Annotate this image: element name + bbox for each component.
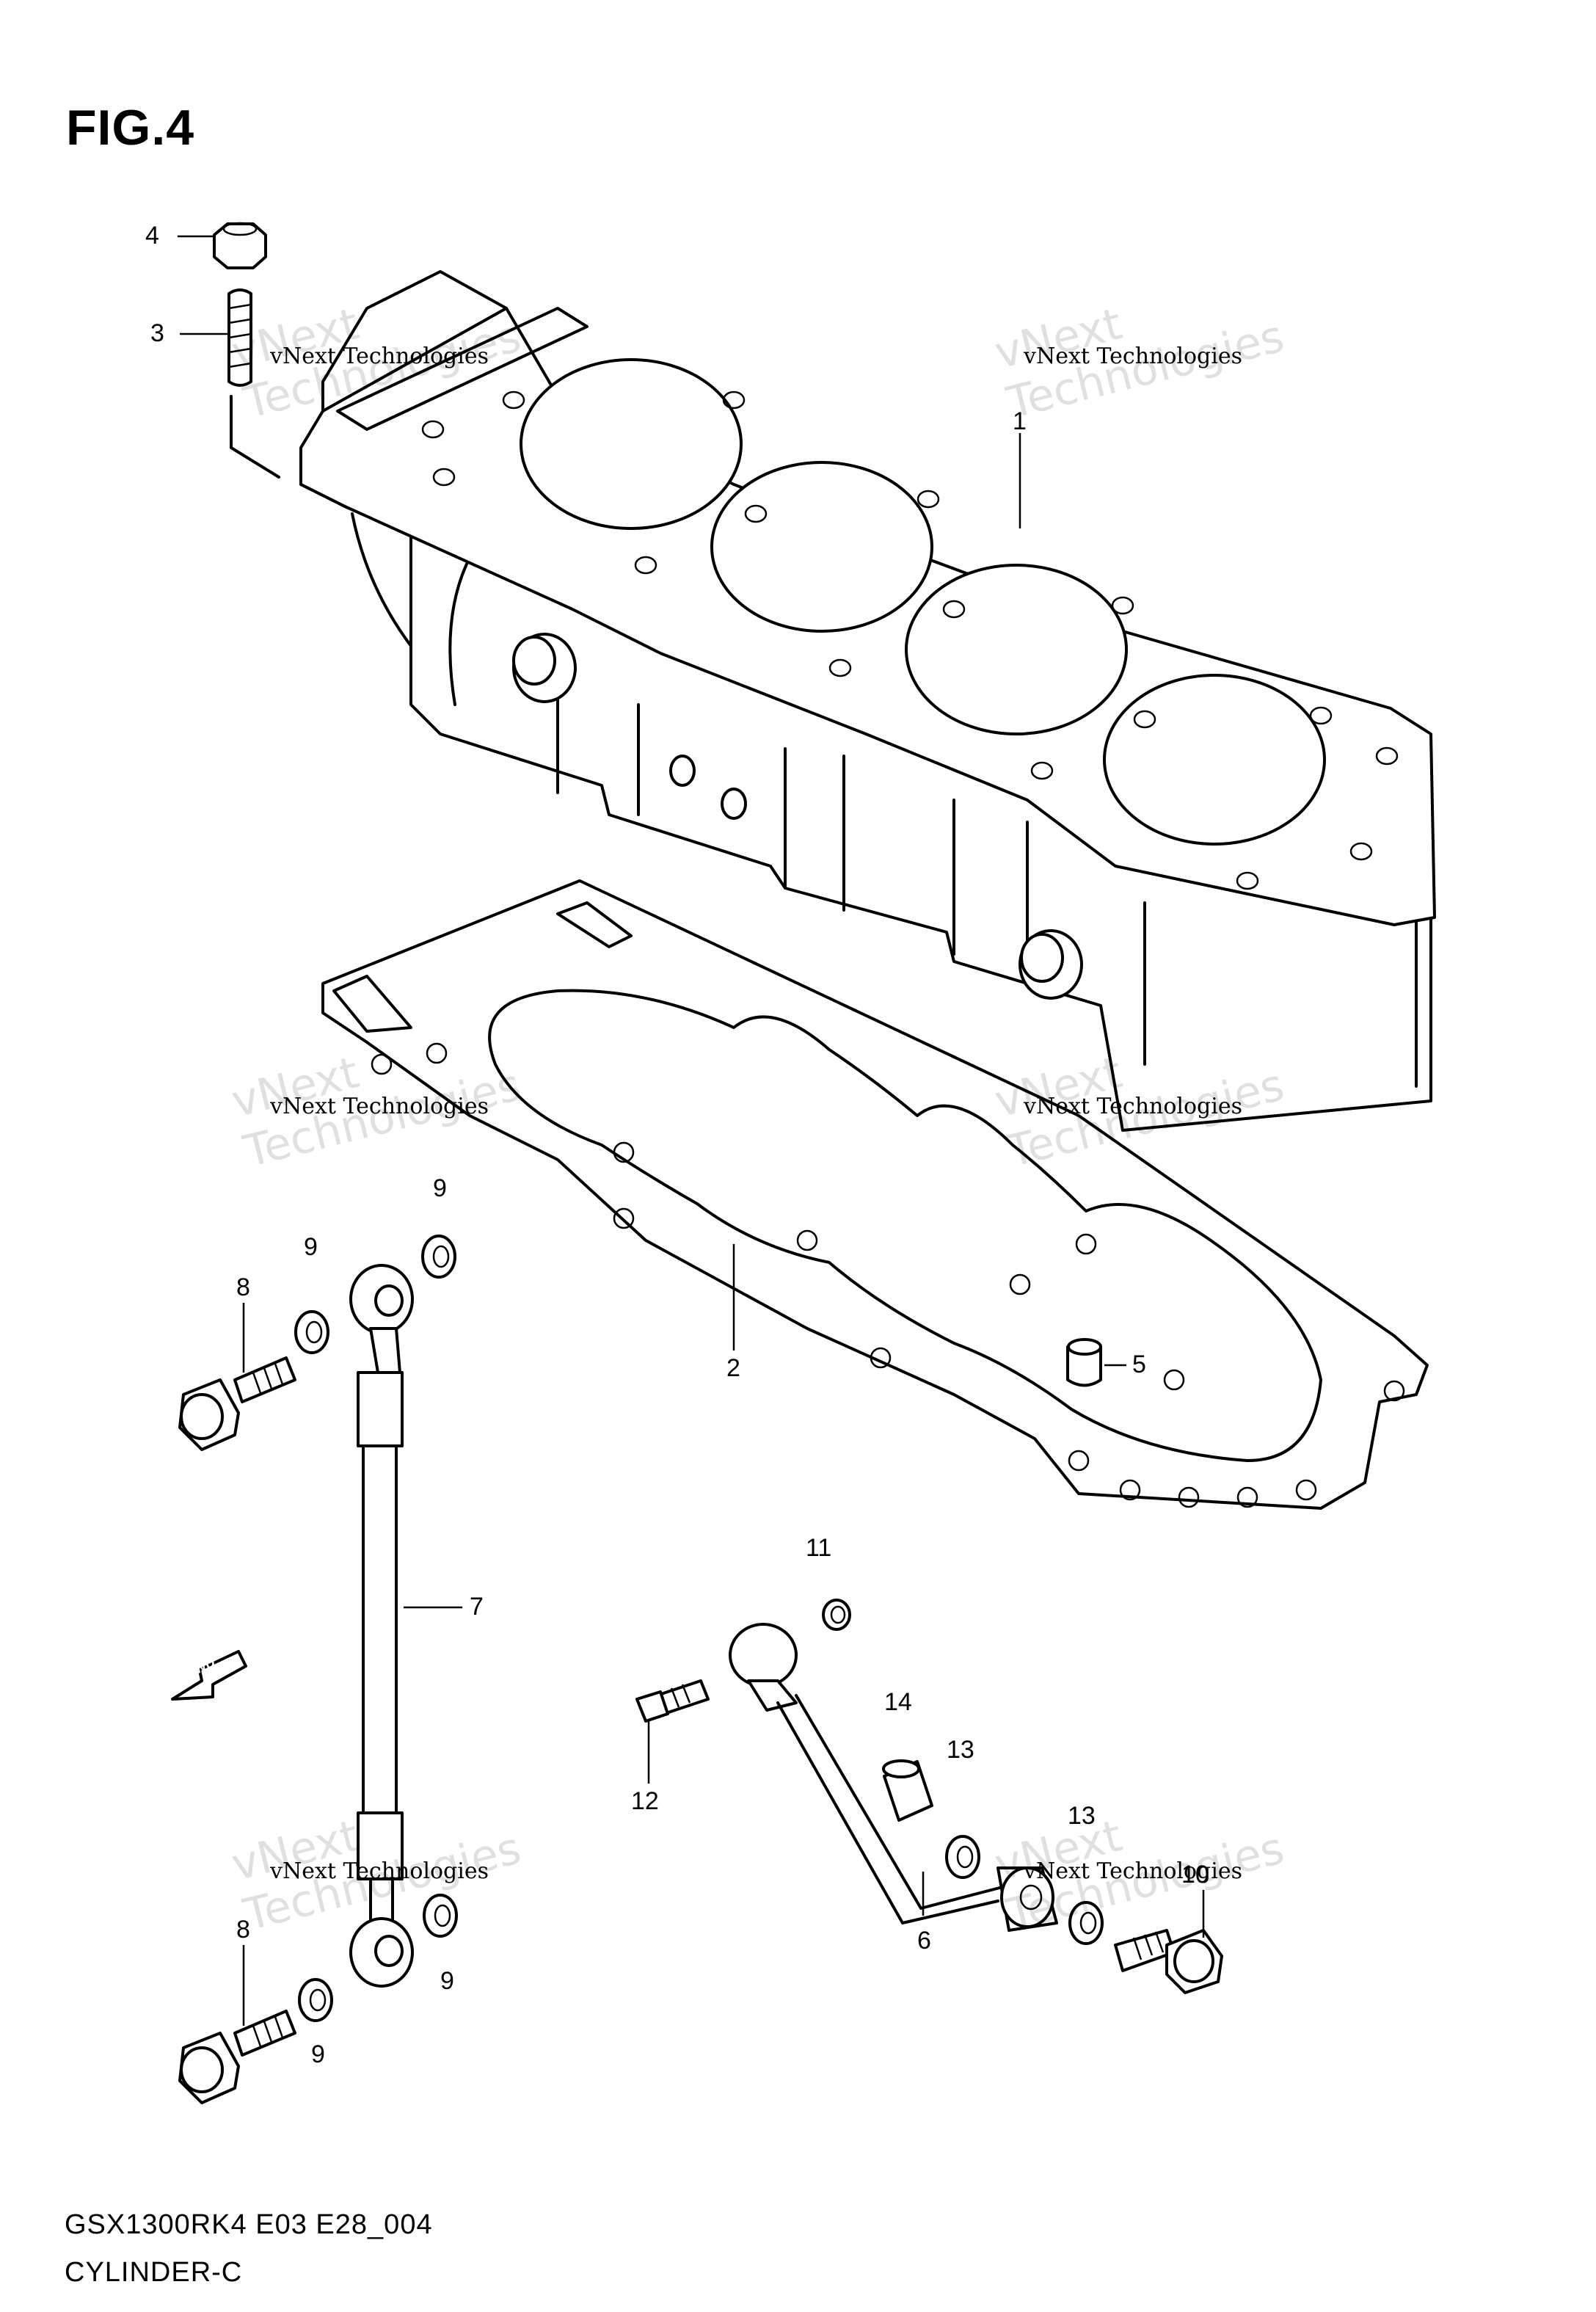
cylinder-bore-4 [1103,674,1326,846]
callout-13-a: 13 [947,1736,974,1764]
oil-hose [349,1264,414,1988]
section-name: CYLINDER-C [65,2257,243,2288]
oil-pipe [729,1623,1058,1932]
gasket-washer [294,1235,458,2022]
callout-10: 10 [1181,1861,1209,1889]
cylinder-gasket [321,879,1429,1510]
watermark-text-3: vNext Technologies [270,1094,489,1119]
union-bolt-upper [178,1356,296,1451]
callout-3: 3 [150,319,164,347]
fwd-arrow-icon [171,1650,247,1701]
callout-8-lower: 8 [236,1916,250,1944]
callout-2: 2 [726,1354,740,1382]
callout-8-upper: 8 [236,1273,250,1301]
oil-pipe-bolt-right [1114,1929,1223,1994]
callout-7: 7 [470,1593,484,1621]
cylinder-bore-1 [520,358,743,530]
cylinder-bore-3 [905,564,1128,735]
cap-14 [882,1759,933,1822]
callout-9-b: 9 [304,1233,318,1261]
callout-6: 6 [917,1927,931,1955]
watermark-text-5: vNext Technologies [270,1858,489,1884]
callout-9-c: 9 [440,1967,454,1995]
watermark-text-2: vNext Technologies [1024,343,1243,369]
callout-9-a: 9 [433,1174,447,1202]
cylinder-nut [213,222,267,269]
callout-14: 14 [884,1688,912,1716]
cylinder-stud [227,288,252,387]
callout-5: 5 [1132,1351,1146,1378]
o-ring-11 [822,1599,851,1631]
washer-13 [945,1835,1104,1945]
union-bolt-lower [178,2010,296,2104]
cylinder-block [299,270,1436,1132]
callout-11: 11 [806,1534,832,1562]
watermark-text-1: vNext Technologies [270,343,489,369]
callout-9-d: 9 [311,2040,325,2068]
leader-lines [178,235,1205,2026]
callout-13-b: 13 [1068,1802,1096,1830]
figure-title: FIG.4 [66,100,195,156]
watermark-text-6: vNext Technologies [1024,1858,1243,1884]
watermark-text-4: vNext Technologies [1024,1094,1243,1119]
dowel-pin [1066,1338,1102,1387]
model-code: GSX1300RK4 E03 E28_004 [65,2209,433,2240]
callout-12: 12 [631,1787,659,1815]
oil-pipe-bolt-left [635,1679,710,1723]
callout-4: 4 [145,222,159,250]
callout-1: 1 [1013,407,1027,435]
cylinder-bore-2 [710,461,933,633]
